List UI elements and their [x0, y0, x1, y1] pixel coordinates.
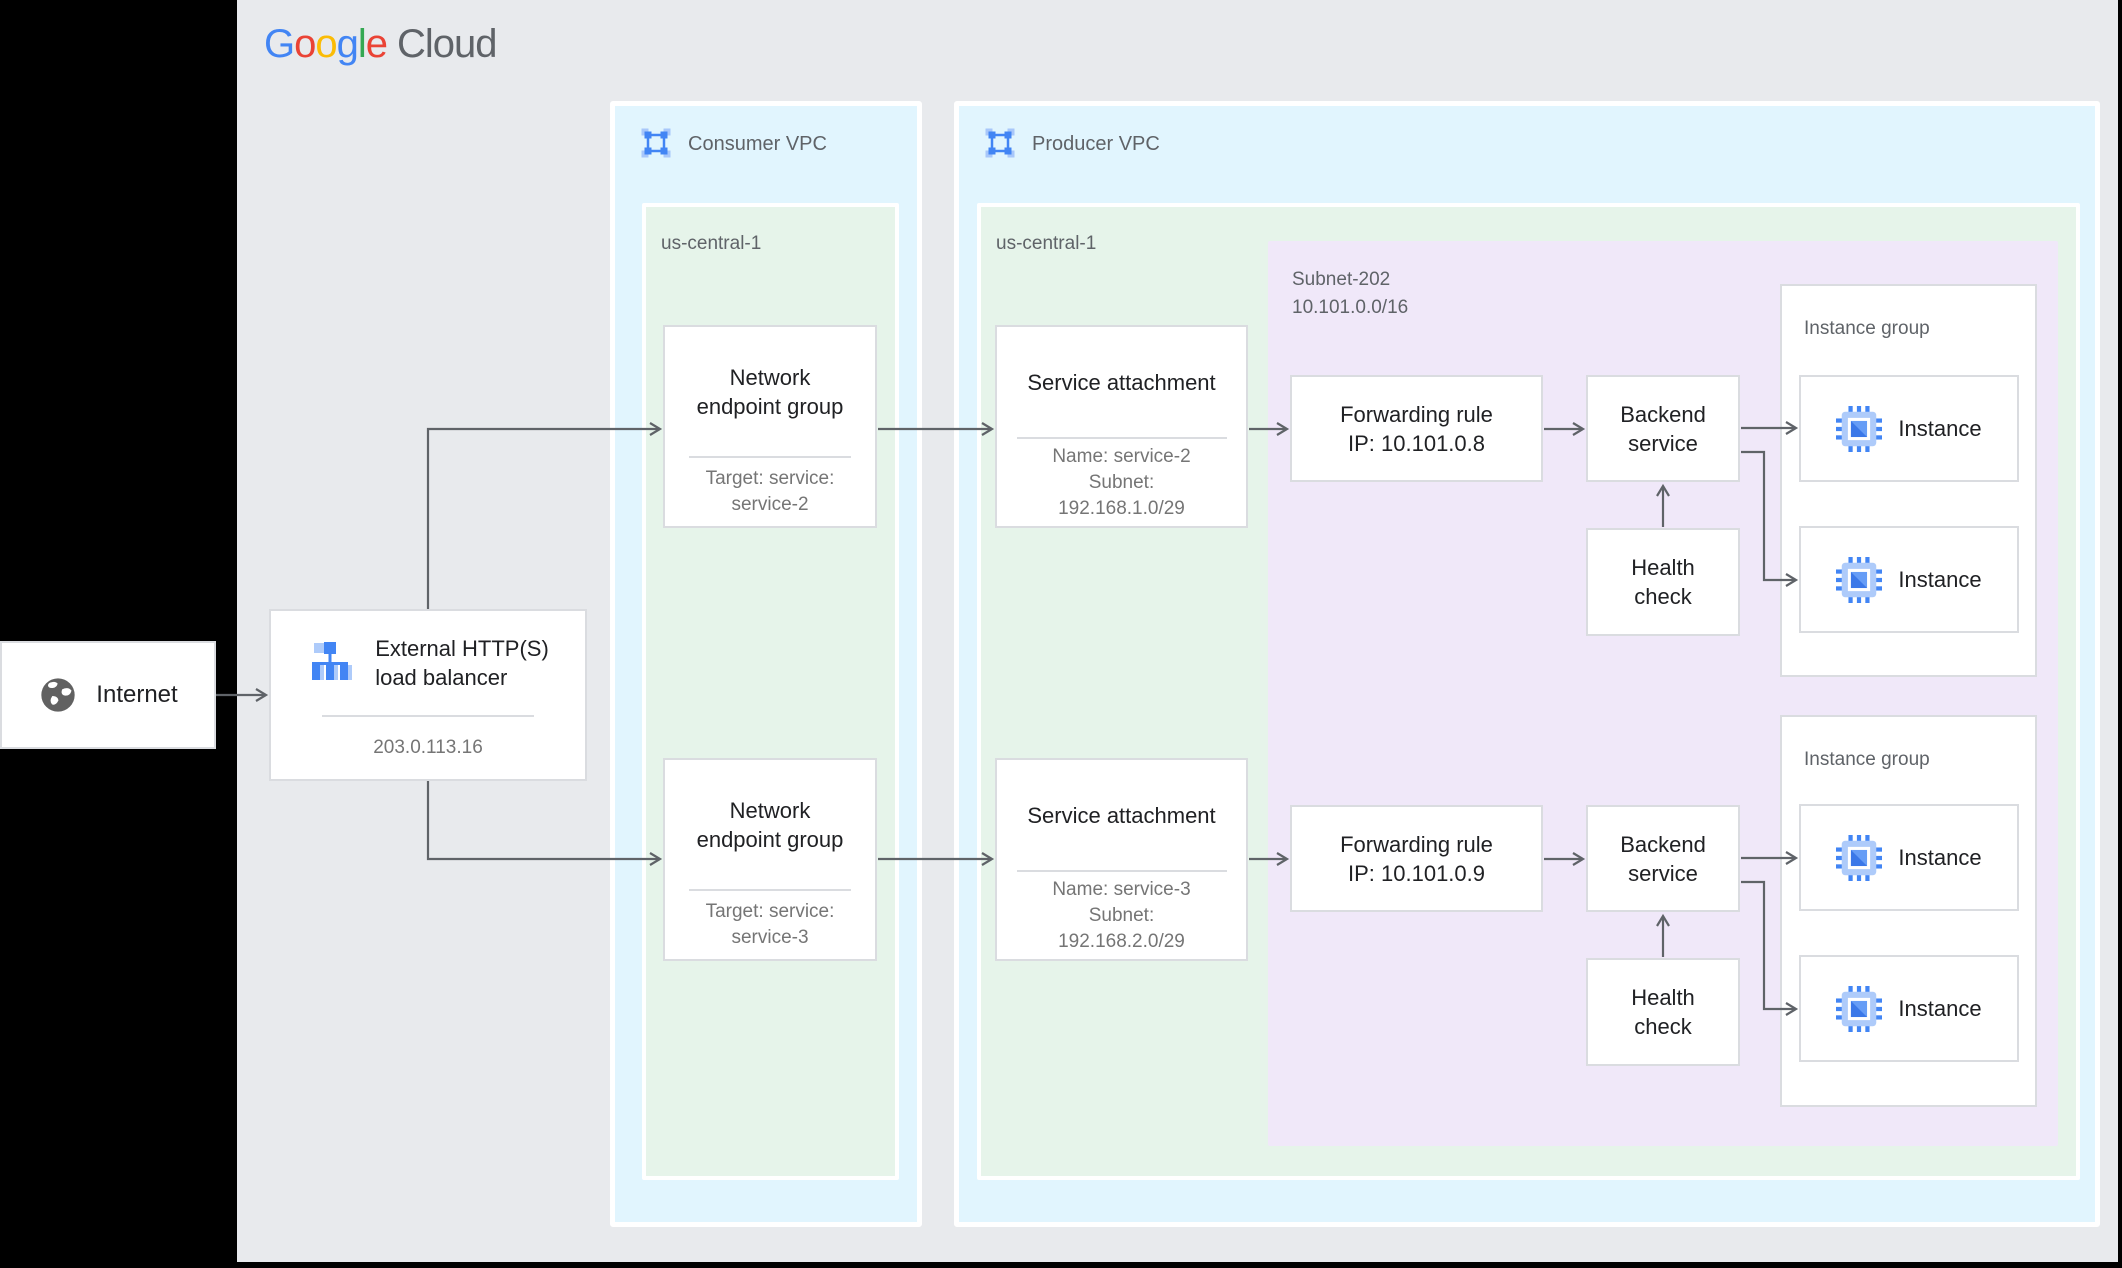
- health-check-1: Health check: [1586, 528, 1740, 636]
- logo-letter: o: [294, 22, 316, 66]
- lb-title-line2: load balancer: [375, 665, 508, 690]
- divider: [689, 456, 851, 458]
- sa-subnet-word: Subnet:: [1088, 471, 1155, 493]
- load-balancer-box: External HTTP(S) load balancer 203.0.113…: [269, 609, 587, 781]
- divider: [1016, 870, 1227, 872]
- forwarding-rule-1: Forwarding rule IP: 10.101.0.8: [1290, 375, 1543, 482]
- logo-letter: G: [264, 22, 295, 66]
- service-attachment-2: Service attachment Name: service-3 Subne…: [995, 758, 1248, 961]
- internet-box: Internet: [0, 641, 216, 749]
- logo-cloud-text: Cloud: [397, 22, 498, 66]
- instance-label: Instance: [1898, 845, 1982, 870]
- instance-label: Instance: [1898, 996, 1982, 1021]
- divider: [1016, 437, 1227, 439]
- neg-target-line2: service-3: [731, 927, 809, 948]
- service-attachment-title: Service attachment: [1027, 369, 1216, 395]
- service-attachment-1: Service attachment Name: service-2 Subne…: [995, 325, 1248, 528]
- instance-1: Instance: [1799, 375, 2019, 482]
- instance-group-label: Instance group: [1804, 749, 1930, 770]
- compute-engine-icon: [1836, 405, 1883, 452]
- subnet-name: Subnet-202: [1292, 269, 1391, 290]
- neg-target-line1: Target: service:: [705, 468, 835, 489]
- health-check-label: Health check: [1631, 555, 1695, 609]
- vpc-icon: [640, 127, 672, 159]
- network-endpoint-group-2: Network endpoint group Target: service: …: [663, 758, 877, 961]
- instance-label: Instance: [1898, 567, 1982, 592]
- service-attachment-title: Service attachment: [1027, 802, 1216, 828]
- instance-label: Instance: [1898, 416, 1982, 441]
- sa-name: Name: service-2: [1052, 445, 1191, 467]
- forwarding-rule-title: Forwarding rule: [1340, 831, 1493, 857]
- logo-letter: l: [357, 22, 367, 66]
- vpc-icon: [984, 127, 1016, 159]
- sa-name: Name: service-3: [1052, 878, 1191, 900]
- instance-group-label: Instance group: [1804, 318, 1930, 339]
- consumer-region-label: us-central-1: [661, 233, 762, 254]
- sa-subnet-cidr: 192.168.2.0/29: [1058, 930, 1185, 952]
- backend-service-1: Backend service: [1586, 375, 1740, 482]
- instance-3: Instance: [1799, 804, 2019, 911]
- neg-title: Network endpoint group: [696, 797, 844, 852]
- divider: [689, 889, 851, 891]
- compute-engine-icon: [1836, 556, 1883, 603]
- subnet-label: Subnet-202 10.101.0.0/16: [1292, 266, 1408, 322]
- network-endpoint-group-1: Network endpoint group Target: service: …: [663, 325, 877, 528]
- lb-title-line1: External HTTP(S): [375, 636, 549, 661]
- producer-region-label: us-central-1: [996, 233, 1097, 254]
- logo-letter: o: [315, 22, 337, 66]
- forwarding-rule-title: Forwarding rule: [1340, 401, 1493, 427]
- load-balancer-icon: [312, 642, 353, 680]
- neg-title: Network endpoint group: [696, 364, 844, 419]
- instance-4: Instance: [1799, 955, 2019, 1062]
- forwarding-rule-ip: IP: 10.101.0.9: [1348, 860, 1485, 886]
- internet-label: Internet: [96, 681, 178, 708]
- subnet-cidr: 10.101.0.0/16: [1292, 297, 1409, 318]
- globe-icon: [41, 678, 75, 712]
- consumer-vpc-label: Consumer VPC: [688, 133, 827, 155]
- sa-subnet-word: Subnet:: [1088, 904, 1155, 926]
- instance-2: Instance: [1799, 526, 2019, 633]
- divider: [322, 715, 534, 717]
- logo-letter: g: [336, 22, 359, 66]
- logo-letter: e: [365, 22, 388, 66]
- backend-service-label: Backend service: [1620, 401, 1706, 456]
- sa-subnet-cidr: 192.168.1.0/29: [1058, 497, 1185, 519]
- forwarding-rule-ip: IP: 10.101.0.8: [1348, 430, 1485, 456]
- producer-vpc-label: Producer VPC: [1032, 133, 1160, 155]
- lb-ip: 203.0.113.16: [373, 737, 483, 758]
- backend-service-2: Backend service: [1586, 805, 1740, 912]
- health-check-label: Health check: [1631, 985, 1695, 1039]
- neg-target-line1: Target: service:: [705, 901, 835, 922]
- compute-engine-icon: [1836, 985, 1883, 1032]
- neg-target-line2: service-2: [731, 494, 809, 515]
- backend-service-label: Backend service: [1620, 831, 1706, 886]
- compute-engine-icon: [1836, 834, 1883, 881]
- health-check-2: Health check: [1586, 958, 1740, 1066]
- forwarding-rule-2: Forwarding rule IP: 10.101.0.9: [1290, 805, 1543, 912]
